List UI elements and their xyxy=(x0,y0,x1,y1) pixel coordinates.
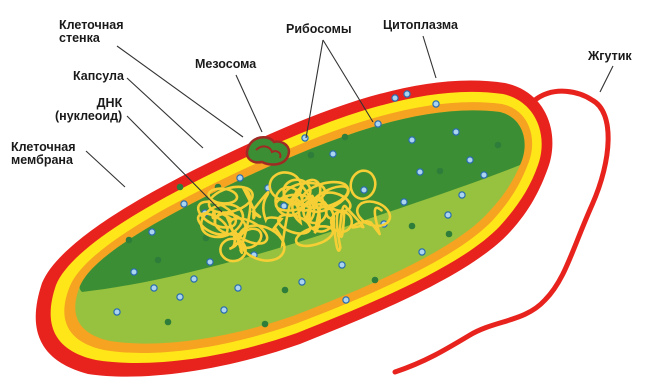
ribosome xyxy=(221,307,227,313)
ribosome xyxy=(281,203,287,209)
mesosome-leader xyxy=(236,75,262,132)
granule xyxy=(262,321,269,328)
ribosome xyxy=(433,101,439,107)
ribosome xyxy=(467,157,473,163)
ribosome xyxy=(481,172,487,178)
ribosome xyxy=(177,294,183,300)
ribosome xyxy=(459,192,465,198)
membrane-leader xyxy=(86,151,125,187)
granule xyxy=(165,319,172,326)
ribosome xyxy=(181,201,187,207)
ribosome xyxy=(361,187,367,193)
capsule-leader xyxy=(127,78,203,148)
ribosome xyxy=(114,309,120,315)
ribosome xyxy=(131,269,137,275)
dna-label: ДНК (нуклеоид) xyxy=(55,97,122,123)
ribosome xyxy=(149,229,155,235)
mesosome xyxy=(247,137,289,164)
ribosome xyxy=(207,259,213,265)
granule xyxy=(409,223,416,230)
ribosome xyxy=(302,135,308,141)
ribosome xyxy=(191,276,197,282)
granule xyxy=(437,168,444,175)
ribosome xyxy=(375,121,381,127)
flagellum-label: Жгутик xyxy=(588,50,632,63)
mesosome-label: Мезосома xyxy=(195,58,256,71)
granule xyxy=(177,184,184,191)
dna-label-line-2: (нуклеоид) xyxy=(55,110,122,123)
granule xyxy=(155,257,162,264)
granule xyxy=(342,134,349,141)
granule xyxy=(282,287,289,294)
capsule-label: Капсула xyxy=(73,70,124,83)
cytoplasm-label: Цитоплазма xyxy=(383,19,458,32)
ribosome xyxy=(453,129,459,135)
ribosome xyxy=(299,279,305,285)
granule xyxy=(308,152,315,159)
flagellum-leader xyxy=(600,66,613,92)
ribosome xyxy=(419,249,425,255)
granule xyxy=(372,277,379,284)
ribosome xyxy=(417,169,423,175)
ribosome xyxy=(409,137,415,143)
granule xyxy=(446,231,453,238)
ribosome xyxy=(339,262,345,268)
membrane-label: Клеточная мембрана xyxy=(11,141,76,167)
granule xyxy=(126,237,133,244)
ribosome xyxy=(404,91,410,97)
membrane-label-line-2: мембрана xyxy=(11,154,76,167)
ribosome xyxy=(392,95,398,101)
cell-wall-label: Клеточная стенка xyxy=(59,19,124,45)
ribosome xyxy=(237,175,243,181)
ribosomes-label: Рибосомы xyxy=(286,23,352,36)
ribosome xyxy=(151,285,157,291)
cytoplasm-leader xyxy=(423,36,436,78)
ribosome xyxy=(445,212,451,218)
granule xyxy=(495,142,502,149)
ribosome xyxy=(235,285,241,291)
cell-wall-label-line-2: стенка xyxy=(59,32,124,45)
ribosome xyxy=(330,151,336,157)
ribosome xyxy=(401,199,407,205)
ribosome xyxy=(343,297,349,303)
